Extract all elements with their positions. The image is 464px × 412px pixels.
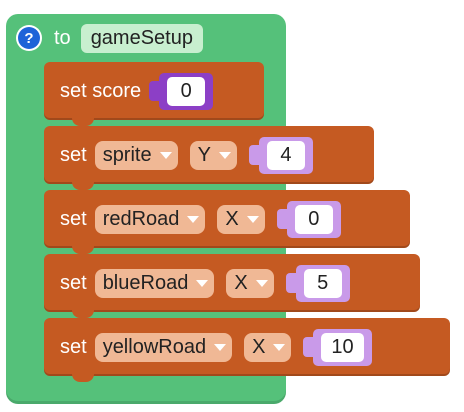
chevron-down-icon [214, 343, 227, 351]
number-field[interactable]: 10 [321, 332, 364, 362]
variable-dropdown-label: redRoad [102, 207, 180, 230]
value-input[interactable]: 5 [285, 264, 350, 302]
variable-dropdown[interactable]: yellowRoad [94, 332, 233, 362]
number-field[interactable]: 4 [266, 140, 305, 170]
value-input[interactable]: 10 [303, 328, 372, 366]
variable-dropdown[interactable]: redRoad [94, 204, 206, 234]
axis-dropdown-label: X [234, 271, 248, 294]
set-redroad-x-block[interactable]: set redRoad X 0 [44, 190, 410, 254]
number-field[interactable]: 0 [167, 76, 206, 106]
axis-dropdown[interactable]: Y [189, 140, 237, 170]
procedure-header: ? to gameSetup [18, 20, 203, 56]
set-blueroad-x-block[interactable]: set blueRoad X 5 [44, 254, 420, 318]
axis-dropdown[interactable]: X [217, 204, 265, 234]
procedure-name-field[interactable]: gameSetup [80, 23, 203, 53]
chevron-down-icon [196, 279, 209, 287]
axis-dropdown-label: X [252, 335, 266, 358]
chevron-down-icon [246, 215, 259, 223]
variable-dropdown-label: yellowRoad [102, 335, 207, 358]
value-notch [303, 337, 314, 357]
value-notch [285, 273, 296, 293]
set-label: set [60, 207, 87, 230]
number-block[interactable]: 0 [159, 72, 214, 110]
chevron-down-icon [159, 151, 172, 159]
axis-dropdown[interactable]: X [226, 268, 274, 298]
procedure-to-label: to [54, 26, 71, 49]
set-label: set [60, 335, 87, 358]
set-score-label: set score [60, 79, 142, 102]
set-label: set [60, 143, 87, 166]
number-field[interactable]: 0 [294, 204, 333, 234]
number-block[interactable]: 0 [286, 200, 341, 238]
set-yellowroad-x-block[interactable]: set yellowRoad X 10 [44, 318, 450, 382]
set-sprite-y-block[interactable]: set sprite Y 4 [44, 126, 374, 190]
chevron-down-icon [273, 343, 286, 351]
axis-dropdown-label: Y [197, 143, 211, 166]
variable-dropdown[interactable]: sprite [94, 140, 178, 170]
number-block[interactable]: 4 [258, 136, 313, 174]
score-value-input[interactable]: 0 [149, 72, 214, 110]
number-field[interactable]: 5 [303, 268, 342, 298]
axis-dropdown-label: X [225, 207, 239, 230]
variable-dropdown[interactable]: blueRoad [94, 268, 215, 298]
set-label: set [60, 271, 87, 294]
axis-dropdown[interactable]: X [244, 332, 292, 362]
chevron-down-icon [187, 215, 200, 223]
help-icon[interactable]: ? [18, 27, 40, 49]
chevron-down-icon [218, 151, 231, 159]
value-notch [276, 209, 287, 229]
value-notch [248, 145, 259, 165]
set-score-block[interactable]: set score 0 [44, 62, 264, 126]
number-block[interactable]: 10 [313, 328, 372, 366]
variable-dropdown-label: blueRoad [102, 271, 189, 294]
chevron-down-icon [255, 279, 268, 287]
number-block[interactable]: 5 [295, 264, 350, 302]
value-input[interactable]: 4 [248, 136, 313, 174]
variable-dropdown-label: sprite [102, 143, 152, 166]
value-input[interactable]: 0 [276, 200, 341, 238]
value-notch [149, 81, 160, 101]
